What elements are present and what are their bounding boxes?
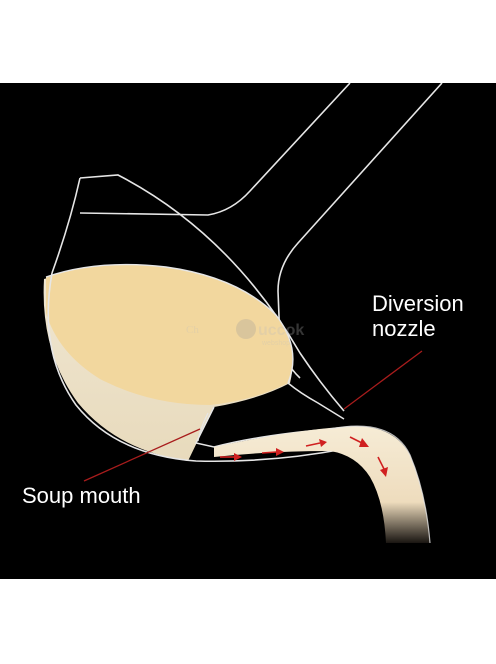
pouring-stream-edge bbox=[329, 425, 431, 544]
flow-arrow bbox=[377, 456, 388, 477]
svg-text:webshop: webshop bbox=[261, 340, 290, 347]
soup-mouth-channel bbox=[197, 412, 209, 442]
flow-arrow bbox=[261, 448, 284, 456]
flow-arrow bbox=[220, 453, 242, 461]
svg-text:Ch: Ch bbox=[186, 324, 199, 336]
diversion-nozzle-leader-line bbox=[343, 350, 423, 410]
soup-mouth-leader-line bbox=[83, 428, 201, 482]
diversion-nozzle-label: Diversion nozzle bbox=[372, 291, 464, 341]
soup-mouth-label: Soup mouth bbox=[22, 483, 141, 508]
product-illustration: Ch uccok webshop Diversion nozzle Soup m… bbox=[0, 83, 496, 579]
ladle-diagram: Ch uccok webshop bbox=[43, 83, 443, 544]
pouring-stream bbox=[214, 426, 430, 543]
flow-arrows bbox=[220, 436, 388, 477]
flow-arrow bbox=[305, 439, 327, 447]
watermark-logo: Ch uccok webshop bbox=[186, 319, 304, 347]
soup-surface-rim bbox=[45, 263, 294, 384]
ladle-bowl-rear-rim bbox=[51, 174, 345, 412]
flow-arrow bbox=[349, 436, 369, 447]
soup-surface bbox=[46, 264, 293, 405]
svg-text:uccok: uccok bbox=[258, 322, 304, 339]
ladle-bowl-outline bbox=[47, 272, 345, 463]
